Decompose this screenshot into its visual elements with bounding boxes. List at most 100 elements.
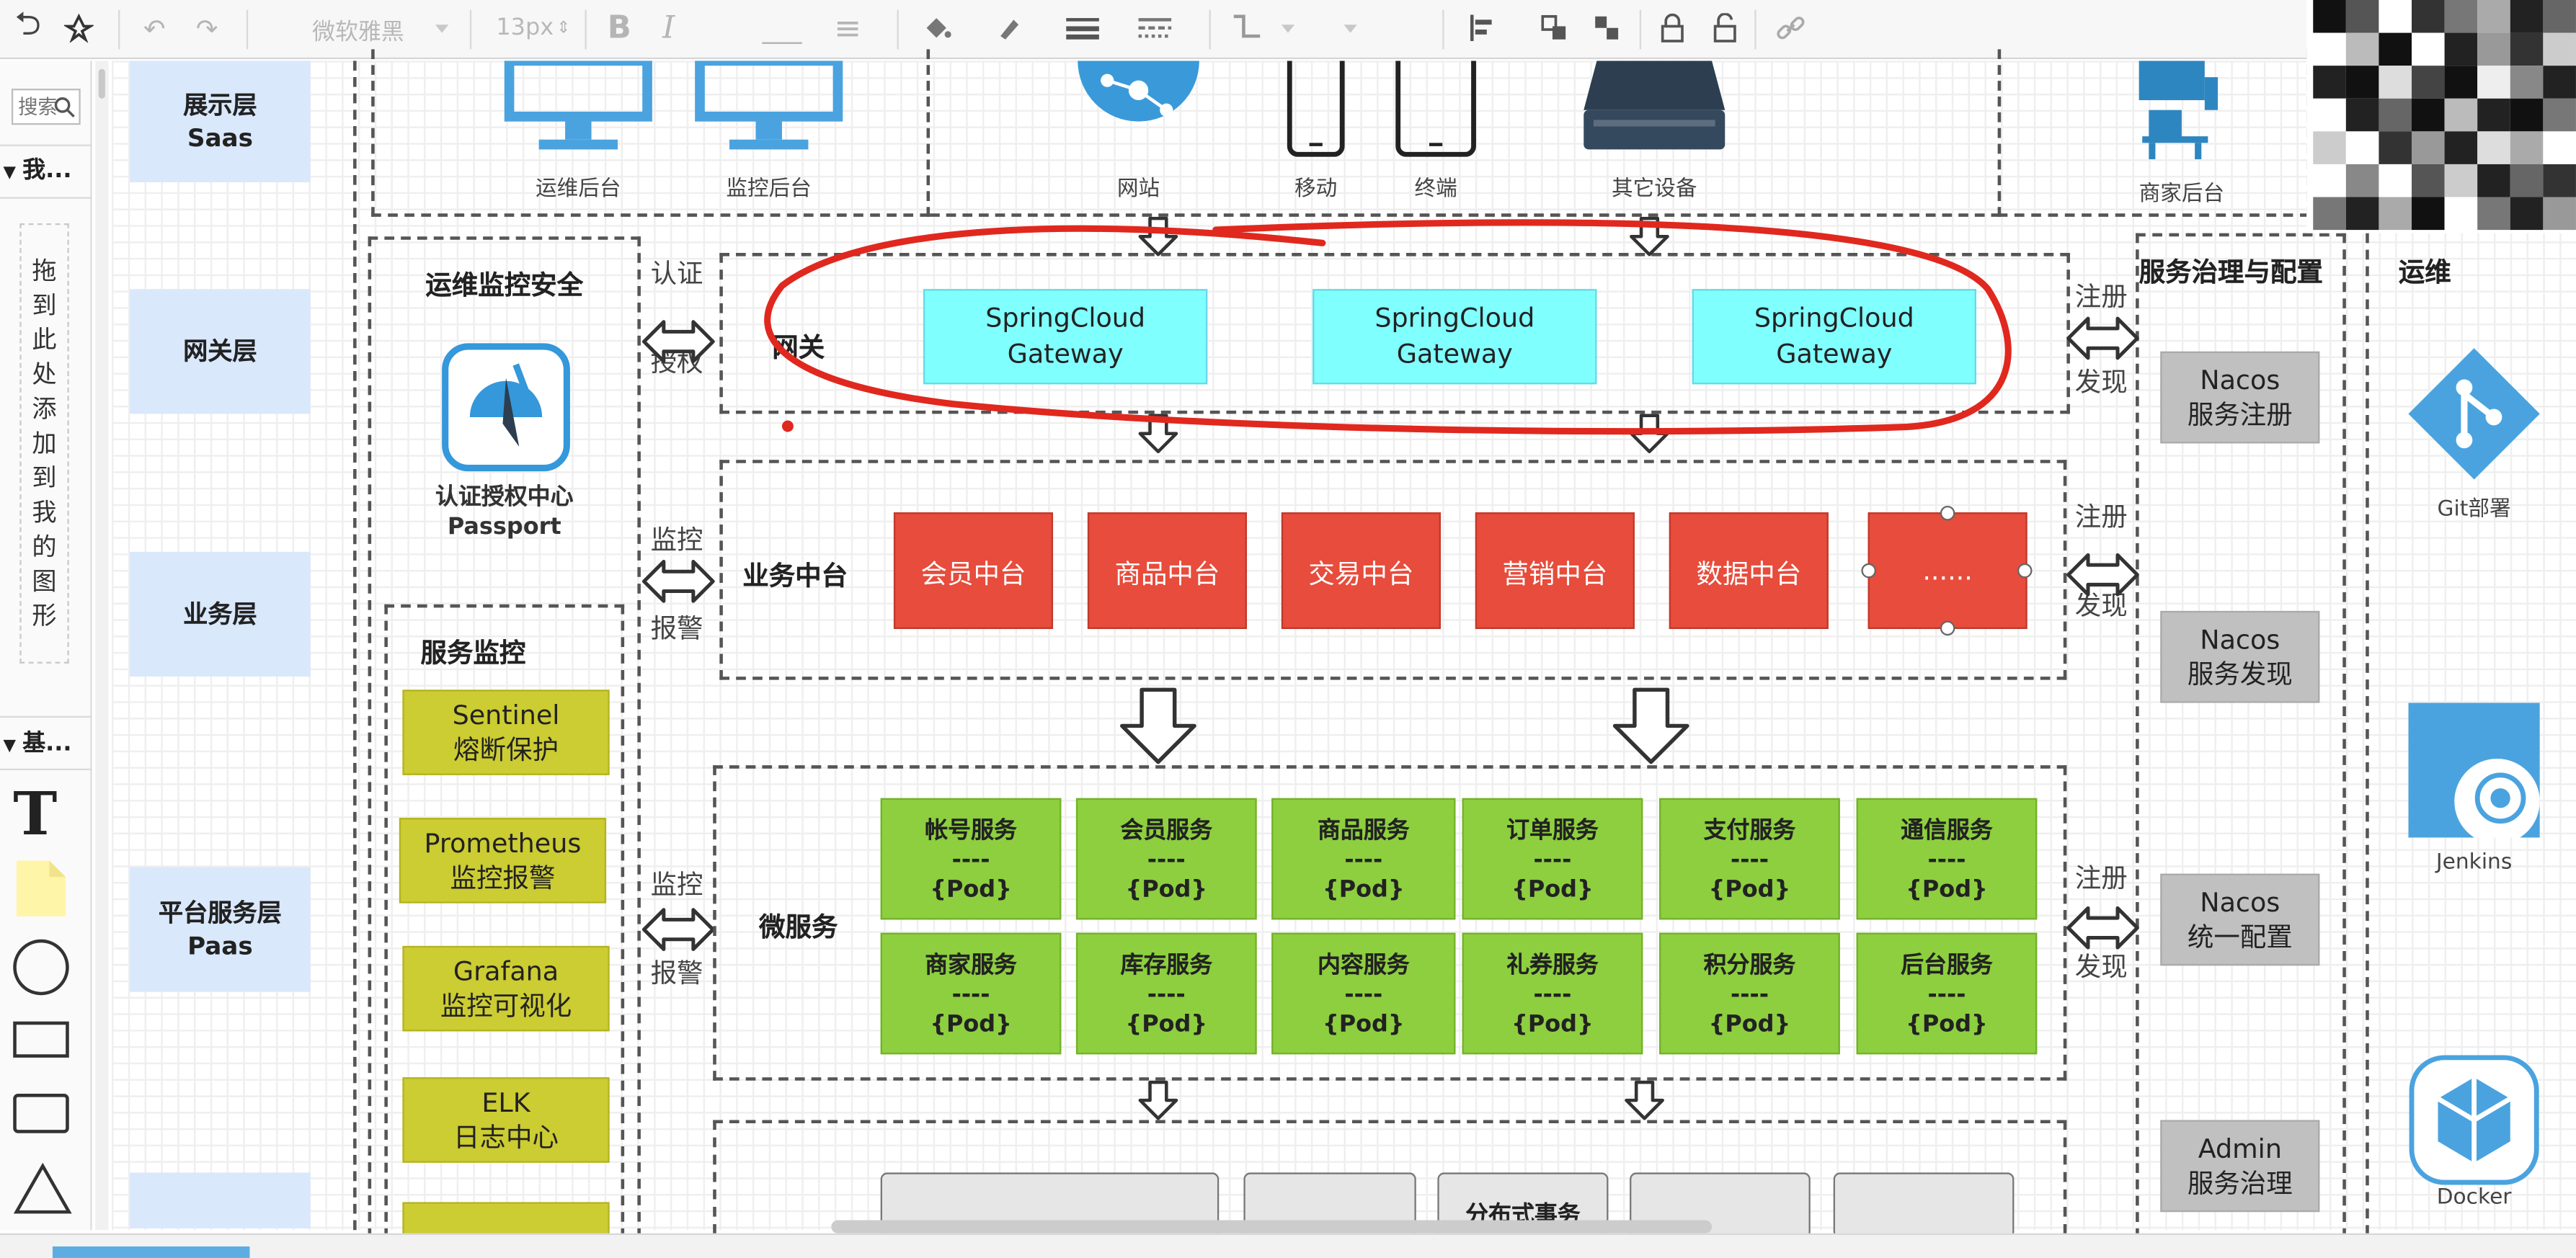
nacos-register-node[interactable]: Nacos 服务注册 [2160, 351, 2320, 444]
stepper-icon[interactable]: ⇕ [556, 19, 571, 37]
tech-node-5[interactable] [1833, 1172, 2015, 1239]
microservice-node[interactable]: 商家服务----{Pod} [880, 932, 1062, 1055]
triangle-shape-icon[interactable] [13, 1162, 72, 1215]
client-terminals-group[interactable] [930, 49, 2002, 217]
resize-handle[interactable] [1940, 620, 1955, 636]
monitor-icon[interactable] [693, 55, 845, 159]
down-arrow-icon[interactable] [1610, 687, 1692, 765]
down-arrow-icon[interactable] [1137, 216, 1179, 256]
microservice-node[interactable]: 后台服务----{Pod} [1856, 932, 2038, 1055]
undo-icon[interactable]: ↶ [143, 12, 166, 44]
layer-platform[interactable]: 平台服务层 Paas [130, 867, 311, 992]
horizontal-scrollbar[interactable] [831, 1220, 1713, 1234]
double-arrow-icon[interactable] [640, 318, 716, 365]
group-icon[interactable] [1535, 10, 1574, 46]
microservice-node[interactable]: 帐号服务----{Pod} [880, 798, 1062, 920]
line-color-icon[interactable] [989, 10, 1029, 46]
redo-icon[interactable]: ↷ [195, 12, 218, 44]
palette-section-mine[interactable]: ▼我... [3, 157, 72, 184]
layer-display[interactable]: 展示层 Saas [130, 61, 311, 183]
resize-handle[interactable] [1940, 506, 1955, 521]
passport-icon[interactable] [440, 342, 572, 473]
resize-handle[interactable] [2017, 563, 2033, 579]
microservice-node[interactable]: 积分服务----{Pod} [1659, 932, 1840, 1055]
line-style-icon[interactable] [1134, 10, 1176, 46]
more-center-node[interactable]: ...... [1867, 512, 2028, 629]
microservice-node[interactable]: 库存服务----{Pod} [1075, 932, 1257, 1055]
palette-scrollbar[interactable] [95, 61, 109, 1231]
mobile-phone-icon[interactable] [1284, 61, 1347, 159]
line-width-icon[interactable] [1061, 10, 1103, 46]
align-left-icon[interactable] [1462, 10, 1502, 46]
fill-color-icon[interactable] [917, 10, 956, 46]
marketing-center-node[interactable]: 营销中台 [1475, 512, 1635, 629]
font-size-select[interactable]: 13px [496, 14, 554, 41]
pin-icon[interactable] [59, 10, 99, 46]
microservice-node[interactable]: 订单服务----{Pod} [1462, 798, 1643, 920]
data-center-node[interactable]: 数据中台 [1669, 512, 1829, 629]
bold-icon[interactable]: B [607, 9, 631, 46]
layer-business[interactable]: 业务层 [130, 551, 311, 677]
rectangle-shape-icon[interactable] [13, 1021, 69, 1058]
admin-governance-node[interactable]: Admin 服务治理 [2160, 1120, 2320, 1213]
lock-icon[interactable] [1653, 10, 1692, 46]
down-arrow-icon[interactable] [1137, 1080, 1179, 1120]
text-shape-icon[interactable]: T [13, 780, 58, 849]
gateway-node-2[interactable]: SpringCloud Gateway [1313, 289, 1597, 385]
palette-section-basic[interactable]: ▼基... [3, 731, 72, 757]
page-tab[interactable] [52, 1246, 250, 1258]
microservice-node[interactable]: 内容服务----{Pod} [1271, 932, 1456, 1055]
back-icon[interactable]: ⮌ [14, 3, 42, 43]
product-center-node[interactable]: 商品中台 [1087, 512, 1247, 629]
double-arrow-icon[interactable] [2065, 551, 2141, 598]
docker-icon[interactable] [2408, 1054, 2539, 1185]
monitor-node-partial[interactable] [402, 1202, 610, 1236]
underline-icon[interactable]: ___ [762, 12, 802, 44]
double-arrow-icon[interactable] [2065, 315, 2141, 362]
nacos-discovery-node[interactable]: Nacos 服务发现 [2160, 610, 2320, 703]
website-globe-icon[interactable] [1068, 61, 1209, 159]
tablet-icon[interactable] [1393, 61, 1479, 159]
double-arrow-icon[interactable] [2065, 904, 2141, 951]
down-arrow-icon[interactable] [1623, 1080, 1666, 1120]
connector-icon[interactable] [1225, 10, 1268, 46]
scanner-device-icon[interactable] [1577, 61, 1731, 159]
rounded-rectangle-shape-icon[interactable] [13, 1094, 69, 1133]
trade-center-node[interactable]: 交易中台 [1281, 512, 1441, 629]
microservice-node[interactable]: 支付服务----{Pod} [1659, 798, 1840, 920]
nacos-config-node[interactable]: Nacos 统一配置 [2160, 873, 2320, 966]
double-arrow-icon[interactable] [640, 906, 716, 953]
font-family-select[interactable]: 微软雅黑 [312, 19, 404, 46]
layer-next[interactable] [130, 1172, 311, 1228]
business-center-group[interactable] [719, 460, 2067, 680]
link-icon[interactable] [1771, 10, 1811, 46]
gateway-node-3[interactable]: SpringCloud Gateway [1692, 289, 1976, 385]
microservice-node[interactable]: 通信服务----{Pod} [1856, 798, 2038, 920]
palette-scrollbar-thumb[interactable] [98, 68, 105, 99]
align-icon[interactable]: ≡ [833, 8, 862, 48]
ellipse-shape-icon[interactable] [13, 939, 69, 996]
double-arrow-icon[interactable] [640, 558, 716, 605]
merchant-operator-icon[interactable] [2133, 61, 2231, 160]
italic-icon[interactable]: I [662, 9, 675, 46]
microservice-node[interactable]: 礼券服务----{Pod} [1462, 932, 1643, 1055]
admin-terminals-group[interactable] [371, 49, 931, 217]
jenkins-icon[interactable] [2408, 702, 2540, 844]
git-icon[interactable] [2405, 345, 2543, 483]
monitor-icon[interactable] [502, 55, 654, 159]
member-center-node[interactable]: 会员中台 [893, 512, 1054, 629]
resize-handle[interactable] [1861, 563, 1876, 579]
microservice-group[interactable] [713, 765, 2067, 1081]
layer-gateway[interactable]: 网关层 [130, 289, 311, 414]
unlock-icon[interactable] [1705, 10, 1745, 46]
gateway-node-1[interactable]: SpringCloud Gateway [923, 289, 1208, 385]
microservice-node[interactable]: 商品服务----{Pod} [1271, 798, 1456, 920]
down-arrow-icon[interactable] [1117, 687, 1199, 765]
microservice-node[interactable]: 会员服务----{Pod} [1075, 798, 1257, 920]
note-shape-icon[interactable] [16, 860, 66, 916]
ungroup-icon[interactable] [1587, 10, 1627, 46]
